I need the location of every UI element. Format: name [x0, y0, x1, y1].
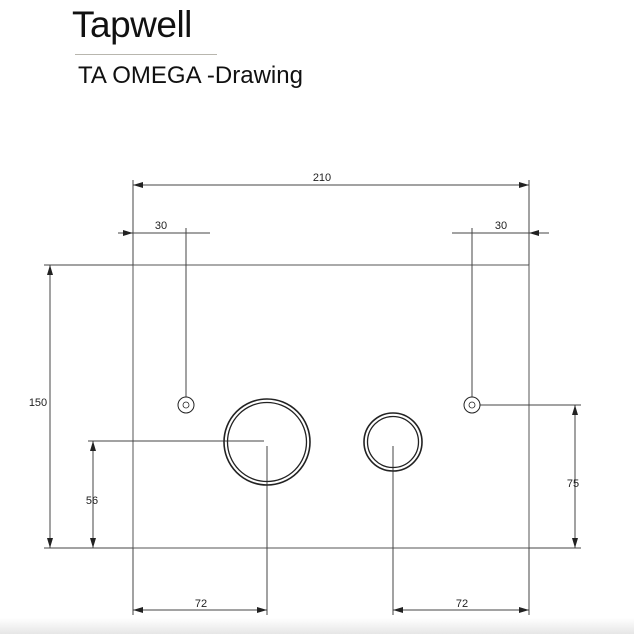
- dimension-label-56: 56: [86, 495, 98, 507]
- small-flush-button: [363, 412, 423, 472]
- mounting-hole-right: [463, 396, 481, 414]
- dimension-label-75: 75: [567, 478, 579, 490]
- dimension-label-210: 210: [313, 172, 331, 184]
- brand-logo: Tapwell: [72, 4, 192, 45]
- dimension-label-30-left: 30: [155, 220, 167, 232]
- dimension-label-72-left: 72: [195, 598, 207, 610]
- dimension-label-150: 150: [29, 397, 47, 409]
- panel-outline: [132, 264, 530, 549]
- dimension-label-72-right: 72: [456, 598, 468, 610]
- header-divider: [75, 54, 217, 55]
- bottom-shadow: [0, 618, 634, 634]
- drawing-title: TA OMEGA -Drawing: [78, 62, 303, 89]
- mounting-hole-left: [177, 396, 195, 414]
- large-flush-button: [223, 398, 311, 486]
- dimension-label-30-right: 30: [495, 220, 507, 232]
